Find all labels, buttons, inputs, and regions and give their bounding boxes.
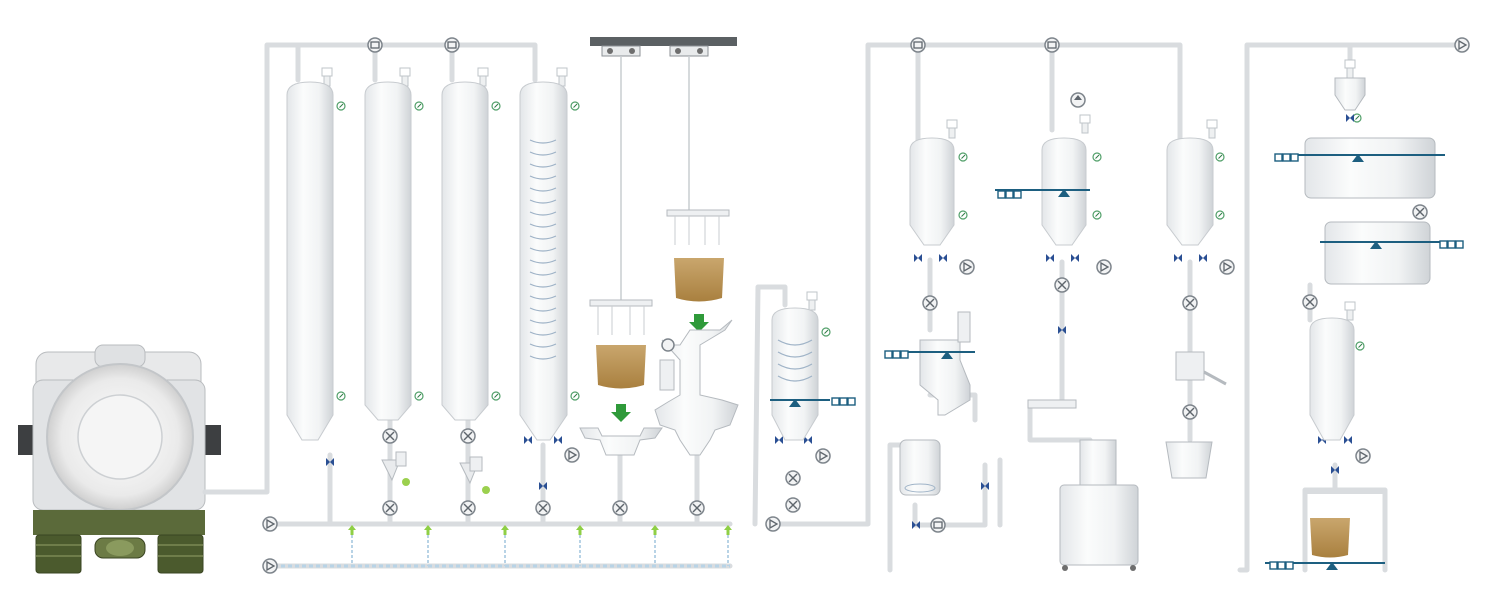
- tanker-truck-icon: [18, 344, 221, 574]
- storage-tank-icon: [564, 291, 856, 464]
- flow-arrow-icon: [348, 525, 732, 566]
- hopper-icon: [884, 311, 1227, 571]
- storage-tank-icon: [286, 67, 568, 441]
- dryer-unit: [1265, 59, 1464, 570]
- flow-arrow-icon: [611, 314, 709, 422]
- storage-tank-icon: [909, 92, 1235, 275]
- mixer-icon: [579, 319, 739, 456]
- hoist: [589, 37, 737, 389]
- heating-coil: [529, 139, 557, 360]
- hopper-icon: [381, 451, 490, 494]
